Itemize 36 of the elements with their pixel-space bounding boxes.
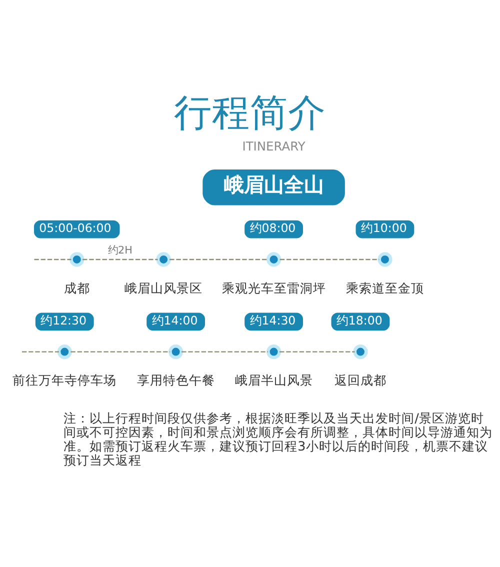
node-circle xyxy=(168,344,184,360)
node-circle xyxy=(266,344,282,360)
node-box: 约10:00 xyxy=(356,220,414,238)
connector xyxy=(280,351,355,352)
node-box: 约14:30 xyxy=(244,312,303,331)
node-label: 峨眉山风景区 xyxy=(124,280,203,296)
node-circle xyxy=(266,252,282,267)
node-circle xyxy=(156,252,171,267)
node-box: 约14:00 xyxy=(146,312,205,331)
node-circle xyxy=(57,344,72,360)
node-circle xyxy=(70,252,84,267)
connector xyxy=(82,258,158,260)
connector xyxy=(170,258,268,260)
node-label: 返回成都 xyxy=(334,372,386,388)
node-label: 前往万年寺停车场 xyxy=(12,372,117,388)
node-label: 成都 xyxy=(64,280,90,296)
node-box: 约12:30 xyxy=(35,312,94,331)
node-box: 05:00-06:00 xyxy=(34,220,120,238)
edge-label: 约2H xyxy=(108,244,132,257)
node-label: 峨眉半山风景 xyxy=(234,372,313,388)
connector xyxy=(34,258,72,260)
connector xyxy=(22,351,59,352)
node-circle xyxy=(353,344,368,360)
node-box: 峨眉山全山 xyxy=(202,170,345,206)
label: 注：以上行程时间段仅供参考，根据淡旺季以及当天出发时间/景区游览时间或不可控因素，时间和景点浏览顺序会有所调整，具体时间以导游通知为准。如需预订返程火车票，建议预订回程3小时以后的时间段，机票不建议预订当天返程 xyxy=(64,410,493,468)
connector xyxy=(280,258,380,260)
node-box: 约18:00 xyxy=(331,312,390,331)
label: ITINERARY xyxy=(242,140,306,154)
connector xyxy=(70,351,170,352)
node-label: 乘观光车至雷洞坪 xyxy=(222,280,326,296)
connector xyxy=(182,351,268,352)
node-circle xyxy=(378,252,392,267)
diagram-title: 行程简介 xyxy=(174,90,326,135)
node-box: 约08:00 xyxy=(244,220,303,238)
node-label: 乘索道至金顶 xyxy=(346,280,424,296)
node-label: 享用特色午餐 xyxy=(136,372,215,388)
